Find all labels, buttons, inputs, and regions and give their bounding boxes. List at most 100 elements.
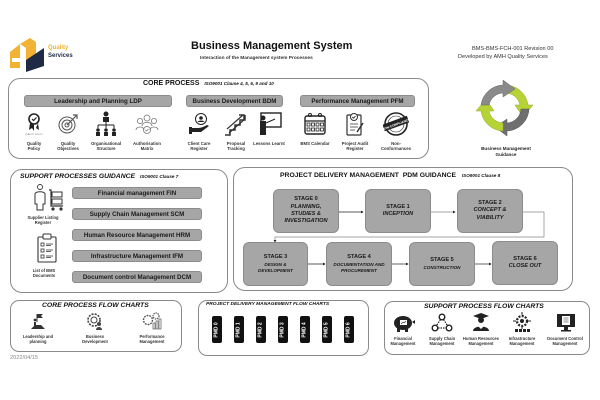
logo-text-quality: Quality xyxy=(48,45,69,51)
pmd-2-button[interactable]: PMD 2 xyxy=(256,316,266,343)
stage-desc: PLANNING, STUDIES & INVESTIGATION xyxy=(284,203,328,225)
developed-by: Developed by AMH Quality Services xyxy=(458,54,548,60)
cycle-arrows-icon[interactable] xyxy=(474,78,536,138)
item-label: Lessons Learnt xyxy=(253,141,285,146)
stage-4[interactable]: STAGE 4 DOCUMENTATION AND PROCUREMENT xyxy=(326,242,392,286)
stage-desc: INCEPTION xyxy=(382,211,414,217)
core-process-clause: ISO9001 Clause 4, 5, 6, 9 and 10 xyxy=(204,81,274,86)
pmd-4-button[interactable]: PMD 4 xyxy=(300,316,310,343)
item-label: Client Care Register xyxy=(187,141,211,152)
support-flow-title: SUPPORT PROCESS FLOW CHARTS xyxy=(424,303,544,310)
network-nodes-icon[interactable] xyxy=(430,312,454,334)
support-processes-title: SUPPORT PROCESSES GUIDANCE ISO9001 Claus… xyxy=(20,173,178,180)
pdm-flow-title: PROJECT DELIVERY MANAGEMENT FLOW CHARTS xyxy=(206,302,330,307)
support-heading: SUPPORT PROCESSES GUIDANCE xyxy=(20,173,136,180)
item-label: Non-Conformances xyxy=(380,141,412,152)
stage-name: STAGE 2 xyxy=(478,200,502,207)
stage-desc: DOCUMENTATION AND PROCUREMENT xyxy=(333,261,385,273)
group-performance-management[interactable]: Performance Management PFM xyxy=(300,95,415,107)
person-trolley-icon[interactable] xyxy=(30,183,66,213)
page-title: Business Management System xyxy=(191,40,353,52)
quality-policy-small-text: QUALITY POLICY xyxy=(25,134,43,136)
amh-logo-icon xyxy=(10,38,44,72)
footer-date: 2022/04/15 xyxy=(10,355,38,361)
item-label: Authorisation Matrix xyxy=(133,141,161,152)
pmd-label: PMD 5 xyxy=(324,321,330,338)
stage-0[interactable]: STAGE 0 PLANNING, STUDIES & INVESTIGATIO… xyxy=(273,189,339,233)
hand-person-icon[interactable] xyxy=(186,111,212,137)
stage-desc: DESIGN & DEVELOPMENT xyxy=(258,261,293,273)
stage-2[interactable]: STAGE 2 CONCEPT & VIABILITY xyxy=(457,189,523,233)
support-item-dcm[interactable]: Document control Management DCM xyxy=(72,271,202,283)
document-reference: BMS-BMS-FCH-001 Revision 00 xyxy=(472,46,554,52)
clipboard-check-icon[interactable] xyxy=(343,110,367,138)
side-item-label: Supplier Listing Register xyxy=(27,215,59,226)
gear-person-icon[interactable] xyxy=(84,310,106,332)
checklist-icon[interactable] xyxy=(34,232,60,264)
support-item-hrm[interactable]: Human Resource Management HRM xyxy=(72,229,202,241)
org-chart-icon[interactable] xyxy=(92,110,120,138)
guidance-label[interactable]: Business Management Guidance xyxy=(481,146,531,157)
pmd-6-button[interactable]: PMD 6 xyxy=(344,316,354,343)
pmd-label: PMD 6 xyxy=(346,321,352,338)
support-flow-label: Financial Management xyxy=(390,336,416,347)
pmd-1-button[interactable]: PMD 1 xyxy=(234,316,244,343)
pmd-5-button[interactable]: PMD 5 xyxy=(322,316,332,343)
stage-3[interactable]: STAGE 3 DESIGN & DEVELOPMENT xyxy=(243,242,308,286)
support-flow-label: Supply Chain Management xyxy=(428,336,456,347)
core-flow-label: Performance Management xyxy=(139,334,165,345)
stage-1[interactable]: STAGE 1 INCEPTION xyxy=(365,189,431,233)
support-item-ifm[interactable]: Infrastructure Management IFM xyxy=(72,250,202,262)
pmd-3-button[interactable]: PMD 3 xyxy=(278,316,288,343)
item-label: Organisational Structure xyxy=(90,141,122,152)
support-flow-label: Infrastructure Management xyxy=(508,336,536,347)
pdm-clause: ISO9001 Clause 8 xyxy=(461,173,501,178)
stage-name: STAGE 1 xyxy=(386,203,410,210)
stairs-growth-icon[interactable] xyxy=(222,110,250,138)
core-process-title: CORE PROCESS ISO9001 Clause 4, 5, 6, 9 a… xyxy=(143,80,274,87)
non-compliance-stamp-icon[interactable]: NON-COMPLIANCE xyxy=(382,110,410,138)
pmd-label: PMD 2 xyxy=(258,321,264,338)
stage-5[interactable]: STAGE 5 CONSTRUCTION xyxy=(409,242,475,286)
connector-2-3 xyxy=(273,211,545,243)
presenter-board-icon[interactable] xyxy=(254,110,284,138)
core-process-panel xyxy=(8,78,429,159)
award-ribbon-icon[interactable] xyxy=(24,111,44,133)
support-item-scm[interactable]: Supply Chain Management SCM xyxy=(72,208,202,220)
group-leadership-planning[interactable]: Leadership and Planning LDP xyxy=(24,95,172,107)
gear-chart-icon[interactable] xyxy=(140,310,164,332)
people-group-icon[interactable] xyxy=(133,111,161,137)
pmd-label: PMD 1 xyxy=(236,321,242,338)
target-icon[interactable] xyxy=(56,112,80,136)
support-clause: ISO9001 Clause 7 xyxy=(139,174,179,179)
stage-6[interactable]: STAGE 6 CLOSE OUT xyxy=(492,241,558,285)
side-item-label: List of BMS Documents xyxy=(32,268,56,279)
stage-name: STAGE 6 xyxy=(513,255,537,262)
document-monitor-icon[interactable] xyxy=(554,311,578,333)
item-label: Quality Policy xyxy=(26,141,42,152)
pmd-label: PMD 3 xyxy=(280,321,286,338)
pdm-heading: PROJECT DELIVERY MANAGEMENT PDM GUIDANCE xyxy=(280,172,456,179)
piggy-bank-icon[interactable] xyxy=(392,313,416,333)
stage-desc: CONSTRUCTION xyxy=(423,264,461,270)
graduate-heart-icon[interactable] xyxy=(469,311,493,333)
pmd-label: PMD 4 xyxy=(302,321,308,338)
pmd-0-button[interactable]: PMD 0 xyxy=(212,316,222,343)
item-label: Project Audit Register xyxy=(341,141,369,152)
group-business-development[interactable]: Business Development BDM xyxy=(186,95,283,107)
page-subtitle: Interaction of the Management system Pro… xyxy=(200,56,313,61)
stage-desc: CONCEPT & VIABILITY xyxy=(473,207,507,221)
core-flow-label: Leadership and planning xyxy=(22,334,54,345)
stage-name: STAGE 4 xyxy=(347,254,371,261)
logo-text-services: Services xyxy=(48,53,73,59)
stage-desc: CLOSE OUT xyxy=(508,263,542,269)
core-process-heading: CORE PROCESS xyxy=(143,80,200,87)
calendar-icon[interactable] xyxy=(302,111,328,137)
stage-name: STAGE 5 xyxy=(430,257,454,264)
flag-summit-icon[interactable] xyxy=(28,311,48,331)
support-flow-label: Human Resources Management xyxy=(463,336,499,347)
support-item-fin[interactable]: Financial management FIN xyxy=(72,187,202,199)
item-label: Proposal Tracking xyxy=(226,141,246,152)
gear-target-icon[interactable] xyxy=(510,311,534,333)
